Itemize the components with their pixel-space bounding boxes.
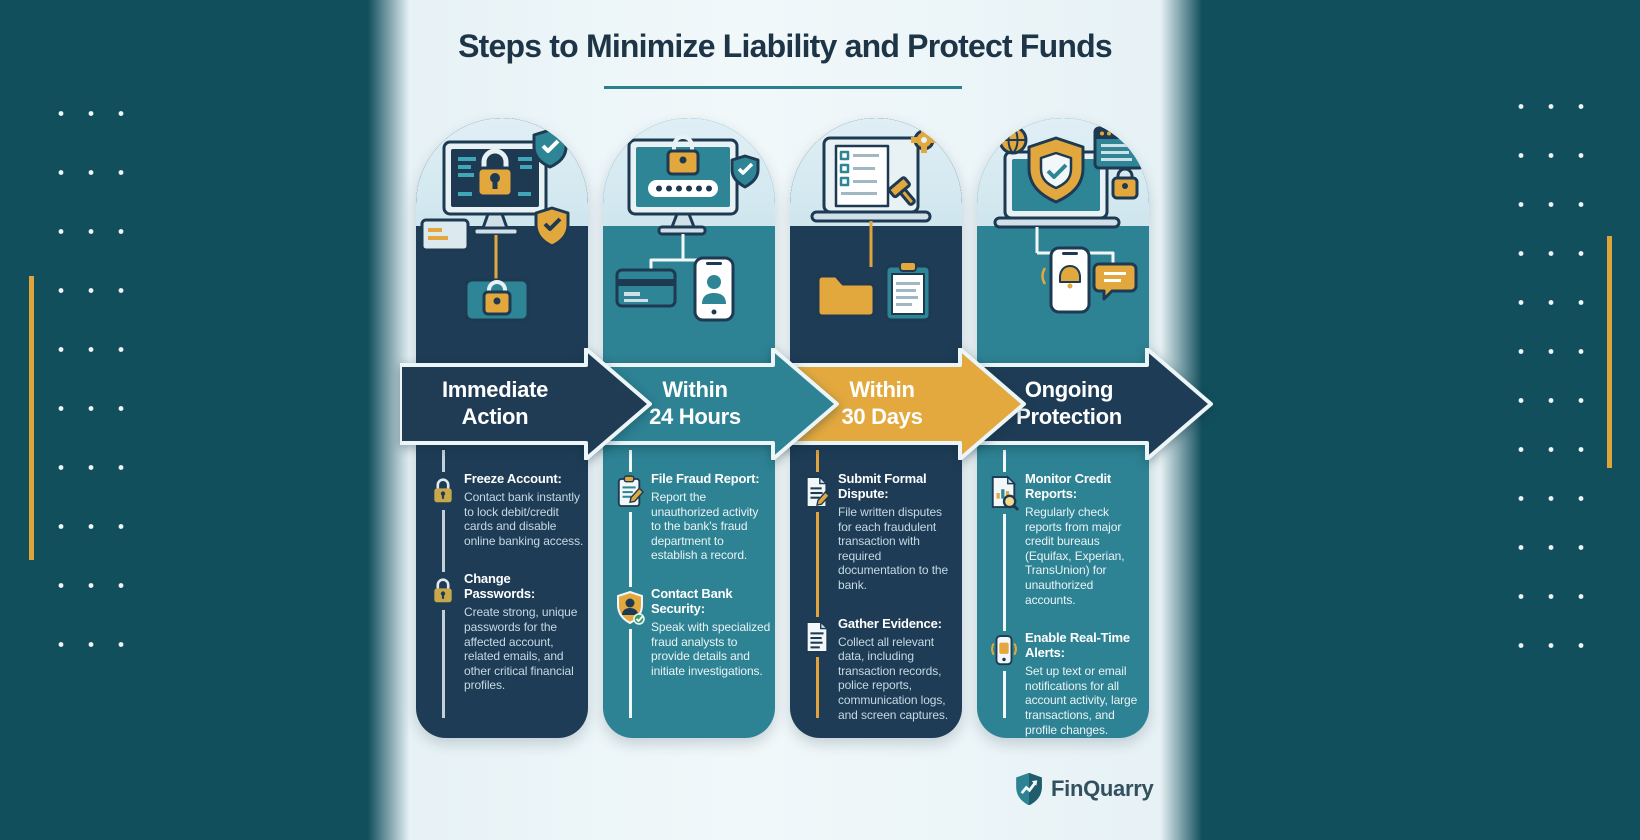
credit-report-magnifier-icon xyxy=(989,472,1019,514)
arrow-label: Within 24 Hours xyxy=(649,377,741,429)
shield-agent-icon xyxy=(615,587,645,630)
brand-name: FinQuarry xyxy=(1051,775,1154,801)
laptop-checklist-illustration xyxy=(810,127,937,322)
step-item: Enable Real-Time Alerts: Set up text or … xyxy=(989,630,1145,737)
item-body: Contact bank instantly to lock debit/cre… xyxy=(464,489,584,548)
step-items: File Fraud Report: Report the unauthoriz… xyxy=(615,450,771,726)
stage-arrow-within-24-hours: Within 24 Hours xyxy=(587,348,839,460)
step-item: Freeze Account: Contact bank instantly t… xyxy=(428,471,584,548)
step-items: Submit Formal Dispute: File written disp… xyxy=(802,450,958,726)
item-heading: Contact Bank Security: xyxy=(651,586,733,616)
item-heading: Monitor Credit Reports: xyxy=(1025,471,1112,501)
gold-bar-right xyxy=(1607,236,1612,468)
brand-logo: FinQuarry xyxy=(1014,772,1154,805)
item-body: Speak with specialized fraud analysts to… xyxy=(651,619,771,678)
document-icon xyxy=(802,616,832,657)
step-items: Monitor Credit Reports: Regularly check … xyxy=(989,450,1145,737)
dot-grid-left xyxy=(46,84,138,692)
item-body: Collect all relevant data, including tra… xyxy=(838,634,949,722)
arrow-label: Immediate Action xyxy=(441,377,549,429)
password-monitor-illustration xyxy=(615,135,760,322)
item-heading: Enable Real-Time Alerts: xyxy=(1025,630,1130,661)
item-body: Create strong, unique passwords for the … xyxy=(464,605,578,693)
infographic-title: Steps to Minimize Liability and Protect … xyxy=(458,28,1113,64)
padlock-icon xyxy=(428,472,458,510)
document-pencil-icon xyxy=(802,472,832,512)
shield-growth-arrow-icon xyxy=(1016,772,1042,805)
arrow-label: Ongoing Protection xyxy=(1016,377,1122,429)
item-heading: Change Passwords: xyxy=(464,571,535,602)
title-underline xyxy=(604,86,962,89)
stage-arrow-immediate-action: Immediate Action xyxy=(400,348,652,460)
step-item: Contact Bank Security: Speak with specia… xyxy=(615,586,771,678)
step-item: Submit Formal Dispute: File written disp… xyxy=(802,471,958,593)
item-heading: Freeze Account: xyxy=(464,471,562,486)
step-item: Monitor Credit Reports: Regularly check … xyxy=(989,471,1145,607)
clipboard-pencil-icon xyxy=(615,472,645,512)
shield-laptop-illustration xyxy=(993,125,1145,314)
gold-bar-left xyxy=(29,276,34,560)
phone-alert-icon xyxy=(989,631,1019,672)
item-heading: Gather Evidence: xyxy=(838,615,942,631)
item-heading: File Fraud Report: xyxy=(651,471,760,486)
item-body: File written disputes for each fraudulen… xyxy=(838,504,949,592)
stage-arrow-within-30-days: Within 30 Days xyxy=(774,348,1026,460)
item-body: Report the unauthorized activity to the … xyxy=(651,489,759,563)
step-item: Gather Evidence: Collect all relevant da… xyxy=(802,615,958,723)
stage-arrow-ongoing-protection: Ongoing Protection xyxy=(961,348,1213,460)
item-body: Regularly check reports from major credi… xyxy=(1025,504,1125,607)
step-item: File Fraud Report: Report the unauthoriz… xyxy=(615,471,771,563)
arrow-label: Within 30 Days xyxy=(841,377,923,429)
item-heading: Submit Formal Dispute: xyxy=(838,471,927,501)
dot-grid-right xyxy=(1506,82,1598,690)
desktop-padlock-illustration xyxy=(420,128,570,322)
step-item: Change Passwords: Create strong, unique … xyxy=(428,571,584,693)
padlock-icon xyxy=(428,572,458,611)
step-items: Freeze Account: Contact bank instantly t… xyxy=(428,450,584,726)
item-body: Set up text or email notifications for a… xyxy=(1025,664,1138,737)
